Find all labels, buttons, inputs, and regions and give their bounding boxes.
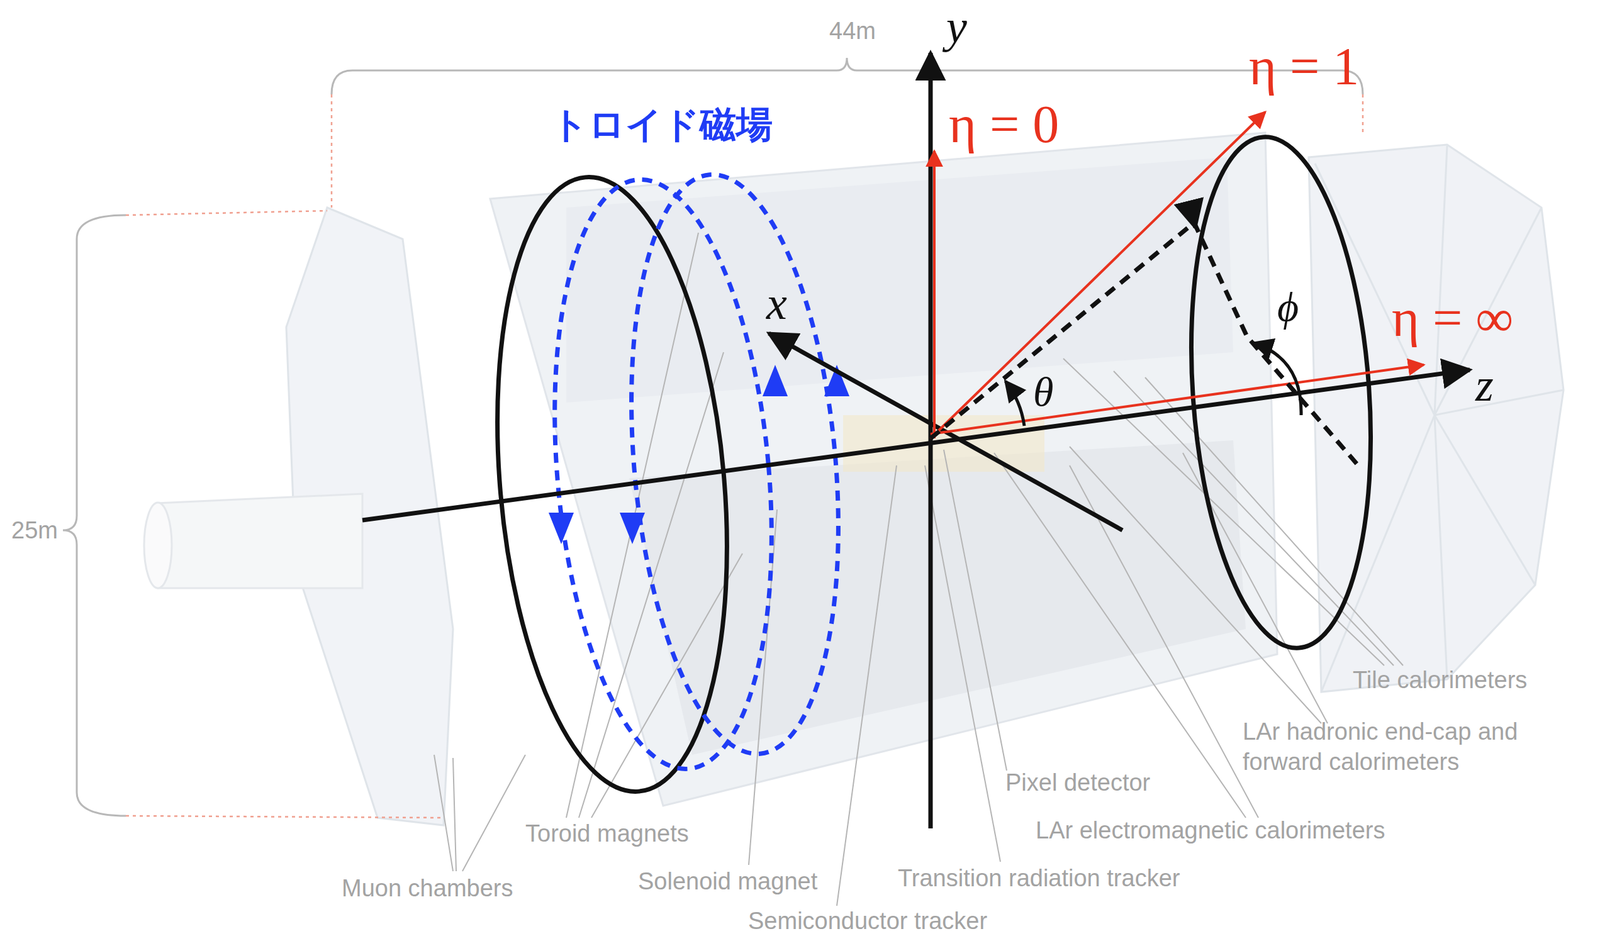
dimension-guide xyxy=(331,94,1363,208)
leader-line xyxy=(836,465,897,907)
coordinate-ring xyxy=(1175,130,1387,655)
part-name: Tile calorimeters xyxy=(1352,666,1528,695)
direction-dashed xyxy=(930,222,1358,465)
leader-line xyxy=(434,755,526,872)
dimension-bracket xyxy=(62,215,126,817)
eta-label: η = ∞ xyxy=(1391,288,1514,350)
part-name: LAr hadronic end-cap and forward calorim… xyxy=(1242,717,1595,778)
part-name: Solenoid magnet xyxy=(637,868,818,896)
dimension-bracket xyxy=(331,57,1363,95)
part-name: Toroid magnets xyxy=(525,820,689,849)
field-label: トロイド磁場 xyxy=(551,103,773,146)
barrel-body xyxy=(490,132,1278,806)
eta-label: η = 0 xyxy=(948,94,1059,156)
eta-arrow xyxy=(930,111,1266,439)
phi-arc xyxy=(1253,342,1302,416)
toroid-field-loop xyxy=(609,166,861,763)
field-arrow xyxy=(619,512,645,545)
leader-line xyxy=(1063,358,1404,666)
leader-line xyxy=(943,449,1007,771)
part-name: Pixel detector xyxy=(1005,769,1151,798)
barrel-upper xyxy=(566,157,1234,403)
field-arrow xyxy=(548,512,574,545)
eta-label: η = 1 xyxy=(1248,36,1360,98)
theta-arc xyxy=(1005,381,1025,426)
leader-line xyxy=(924,465,1001,862)
z-axis xyxy=(362,369,1470,521)
beam-pipe-end xyxy=(144,502,172,589)
toroid-field-loop xyxy=(532,170,795,779)
angle-label: θ xyxy=(1033,368,1054,416)
eta-arrow xyxy=(933,151,936,439)
leader-lines xyxy=(434,232,1404,907)
dimension-label: 44m xyxy=(829,17,876,46)
part-name: Semiconductor tracker xyxy=(748,907,988,936)
axis-label: y xyxy=(946,0,968,54)
axis-label: z xyxy=(1475,358,1494,413)
wheel-spokes xyxy=(1314,145,1564,693)
y-axis xyxy=(928,52,934,829)
part-name: Transition radiation tracker xyxy=(897,865,1180,893)
part-name: Muon chambers xyxy=(341,875,513,903)
angle-label: ϕ xyxy=(1277,283,1299,331)
muon-wheel-right xyxy=(1308,144,1564,693)
barrel-lower xyxy=(629,440,1246,756)
dimension-label: 25m xyxy=(11,517,58,545)
axis-label: x xyxy=(766,276,788,331)
part-name: LAr electromagnetic calorimeters xyxy=(1035,817,1385,845)
direction-arrow xyxy=(1194,222,1196,228)
beam-pipe xyxy=(157,493,363,589)
field-arrow xyxy=(762,364,788,397)
